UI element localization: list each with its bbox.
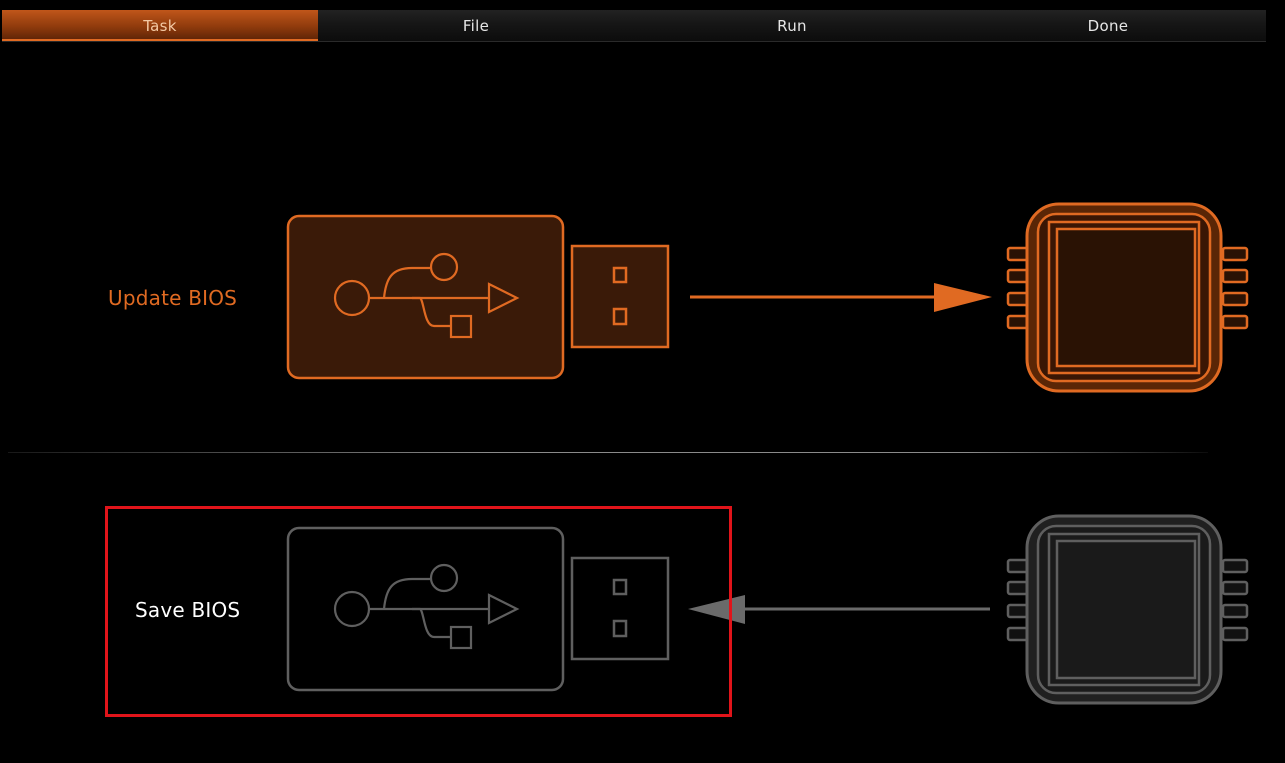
update-bios-label: Update BIOS bbox=[108, 286, 238, 310]
bios-chip-icon bbox=[1006, 202, 1249, 393]
arrow-right-icon bbox=[690, 283, 992, 312]
usb-symbol-icon bbox=[333, 563, 520, 650]
usb-symbol-icon bbox=[333, 252, 520, 339]
tab-file[interactable]: File bbox=[462, 16, 490, 35]
bios-chip-icon bbox=[1006, 514, 1249, 705]
update-bios-diagram bbox=[286, 202, 1249, 393]
tab-done[interactable]: Done bbox=[1087, 16, 1129, 35]
update-bios-option[interactable]: Update BIOS bbox=[0, 0, 1285, 452]
options-divider bbox=[8, 452, 1208, 453]
tab-task[interactable]: Task bbox=[2, 10, 318, 41]
step-tabs: Task File Run Done bbox=[2, 10, 1266, 42]
tab-run[interactable]: Run bbox=[777, 16, 807, 35]
arrow-left-icon bbox=[688, 595, 990, 624]
save-bios-label: Save BIOS bbox=[135, 598, 241, 622]
